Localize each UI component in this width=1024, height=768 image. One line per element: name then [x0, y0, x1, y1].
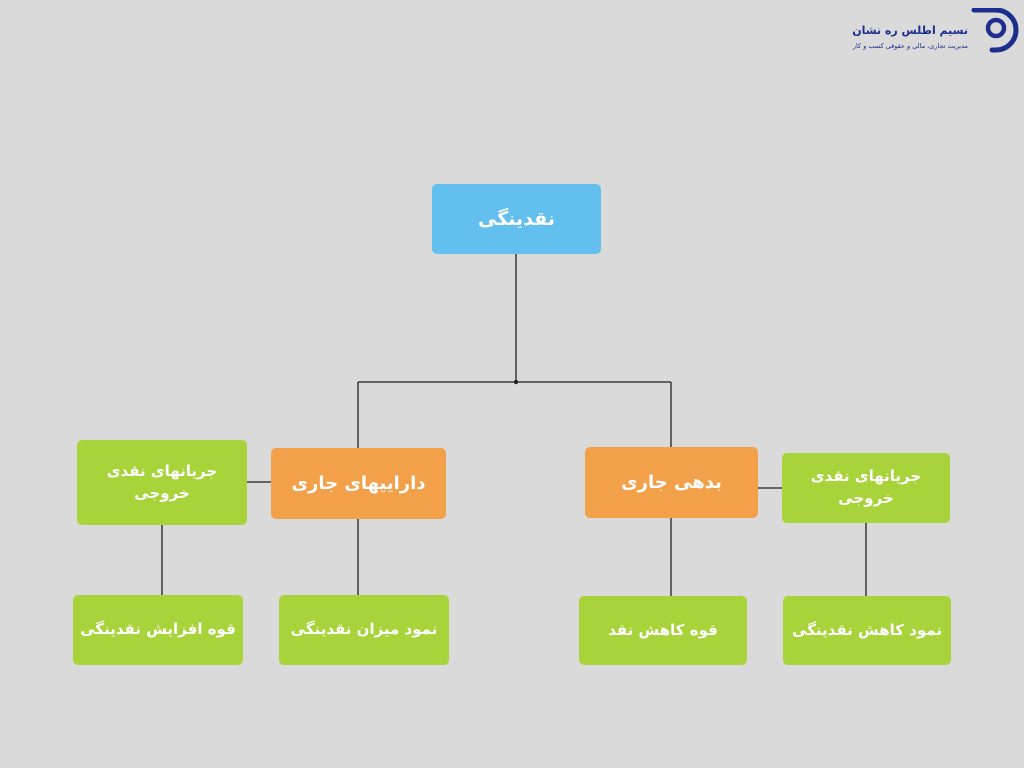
- logo-name: نسیم اطلس ره نشان: [852, 24, 968, 37]
- side-node-right-outflows: جریانهای نقدی خروجی: [782, 453, 950, 523]
- leaf-node-increase-liquidity: قوه افزایش نقدینگی: [73, 595, 243, 665]
- leaf-node-cash-reduction: قوه کاهش نقد: [579, 596, 747, 665]
- connector-junction-dot: [513, 379, 519, 385]
- brand-logo: نسیم اطلس ره نشان مدیریت تجاری، مالی و ح…: [852, 8, 1024, 60]
- branch-node-current-assets: داراییهای جاری: [271, 448, 446, 519]
- leaf-node-liquidity-reduction: نمود کاهش نقدینگی: [783, 596, 951, 665]
- logo-mark-icon: [971, 8, 1019, 53]
- leaf-node-liquidity-level: نمود میزان نقدینگی: [279, 595, 449, 665]
- side-node-left-outflows: جریانهای نقدی خروجی: [77, 440, 247, 525]
- root-node: نقدینگی: [432, 184, 601, 254]
- logo-tagline: مدیریت تجاری، مالی و حقوقی کسب و کار: [852, 42, 968, 50]
- branch-node-current-liabilities: بدهی جاری: [585, 447, 758, 518]
